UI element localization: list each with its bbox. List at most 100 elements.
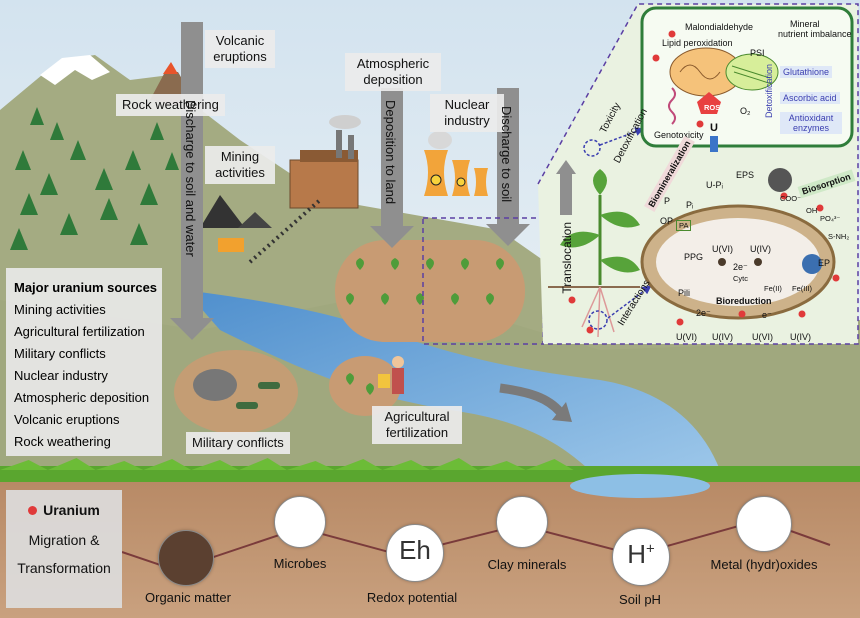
e2b-label: 2e⁻ (696, 308, 711, 318)
cell-detox-label: Detoxification (764, 64, 774, 119)
forest (10, 107, 179, 250)
o2-label: O₂ (740, 106, 751, 116)
uvi-label: U(VI) (712, 244, 733, 254)
plant (548, 127, 652, 338)
redox-icon: Eh (386, 524, 444, 582)
microbes-icon (274, 496, 326, 548)
major-source-item: Agricultural fertilization (14, 324, 145, 339)
cooh-label: COO⁻ (780, 194, 802, 203)
organic-matter-label: Organic matter (145, 590, 231, 605)
farmer (378, 356, 404, 394)
major-source-item: Rock weathering (14, 434, 111, 449)
rock-weathering-label: Rock weathering (116, 94, 225, 116)
pi-label: Pᵢ (686, 200, 694, 210)
cell-u-label: U (710, 122, 718, 134)
eps-label: EPS (736, 170, 755, 180)
uiv-c-label: U(IV) (790, 332, 811, 342)
e2-label: 2e⁻ (733, 262, 748, 272)
mine (200, 195, 322, 264)
soil-ph-label: Soil pH (619, 592, 661, 607)
pa-label: PA (676, 220, 692, 231)
atmospheric-deposition-label: Atmospheric deposition (345, 53, 441, 91)
oh-label: OH (806, 206, 818, 215)
ppg-label: PPG (684, 252, 704, 262)
lava (163, 62, 178, 74)
nutrient-imbalance-label: nutrient imbalance (778, 29, 852, 39)
microbes-label: Microbes (273, 556, 327, 571)
military-soil (174, 350, 298, 434)
eh-symbol: Eh (399, 535, 431, 565)
transformation-text: Transformation (17, 560, 111, 576)
uiv-b-label: U(IV) (712, 332, 733, 342)
e-label: e⁻ (762, 310, 772, 320)
deposition-land-label: Deposition to land (383, 100, 398, 205)
major-source-item: Nuclear industry (14, 368, 108, 383)
major-source-item: Mining activities (14, 302, 106, 317)
bioreduction-label: Bioreduction (716, 296, 772, 306)
redox-label: Redox potential (366, 590, 458, 605)
factory (289, 115, 361, 209)
metal-oxides-label: Metal (hydr)oxides (710, 557, 818, 572)
discharge-soil-water-label: Discharge to soil and water (183, 100, 198, 257)
uranium-dots (568, 30, 840, 334)
military-conflicts-label: Military conflicts (186, 432, 290, 454)
feii-label: Fe(II) (764, 284, 782, 293)
lipid-peroxidation-label: Lipid peroxidation (662, 38, 733, 48)
river (185, 290, 720, 480)
antioxidant-label: Antioxidant enzymes (780, 112, 842, 134)
uranium-dot-icon (28, 506, 38, 515)
uranium-box: Uranium Migration & Transformation (6, 490, 122, 608)
po4-label: PO₄³⁻ (820, 214, 841, 223)
nuclear-plant (424, 131, 488, 196)
mineral-label: Mineral (790, 19, 820, 29)
flow-arrow (499, 383, 564, 416)
psi-label: PSI (750, 48, 765, 58)
uiv-label: U(IV) (750, 244, 771, 254)
ph-symbol: H+ (627, 539, 655, 569)
plant-cell (640, 6, 854, 152)
malondialdehyde-label: Malondialdehyde (685, 22, 754, 32)
snh-label: S-NH₂ (828, 232, 850, 241)
crops (346, 258, 504, 395)
nuclear-industry-label: Nuclear industry (430, 94, 504, 132)
field-soil (335, 240, 525, 342)
uvi-b-label: U(VI) (676, 332, 697, 342)
p-label: P (664, 196, 671, 206)
op-label: OP (660, 216, 674, 226)
discharge-soil-label: Discharge to soil (499, 106, 514, 203)
feiii-label: Fe(III) (792, 284, 812, 293)
soil-ph-icon: H+ (612, 528, 670, 586)
uranium-title: Uranium (6, 502, 122, 518)
ros-label: ROS (704, 103, 721, 112)
uvi-c-label: U(VI) (752, 332, 773, 342)
glutathione-label: Glutathione (780, 66, 833, 78)
snow-cap (40, 55, 110, 85)
major-source-item: Military conflicts (14, 346, 106, 361)
ascorbic-label: Ascorbic acid (780, 92, 840, 104)
metal-oxides-icon (736, 496, 792, 552)
migration-text: Migration & (28, 532, 100, 548)
tanks (236, 382, 280, 409)
volcanic-eruptions-label: Volcanic eruptions (205, 30, 275, 68)
mining-activities-label: Mining activities (205, 146, 275, 184)
major-source-item: Atmospheric deposition (14, 390, 150, 405)
fertilizer-soil (329, 356, 401, 416)
ep-label: EP (818, 258, 831, 268)
clay-minerals-label: Clay minerals (487, 557, 567, 572)
genotoxicity-label: Genotoxicity (654, 130, 704, 140)
crater (193, 369, 237, 401)
translocation-label: Translocation (560, 222, 574, 294)
agricultural-fertilization-label: Agricultural fertilization (372, 406, 462, 444)
major-source-item: Volcanic eruptions (14, 412, 120, 427)
cytc-label: Cytc (733, 274, 748, 283)
pond-surface (570, 474, 710, 498)
organic-matter-icon (158, 530, 214, 586)
major-sources-title: Major uranium sources (14, 280, 158, 295)
microbe-cell (640, 168, 836, 320)
clay-minerals-icon (496, 496, 548, 548)
pili-label: Pili (678, 288, 691, 298)
